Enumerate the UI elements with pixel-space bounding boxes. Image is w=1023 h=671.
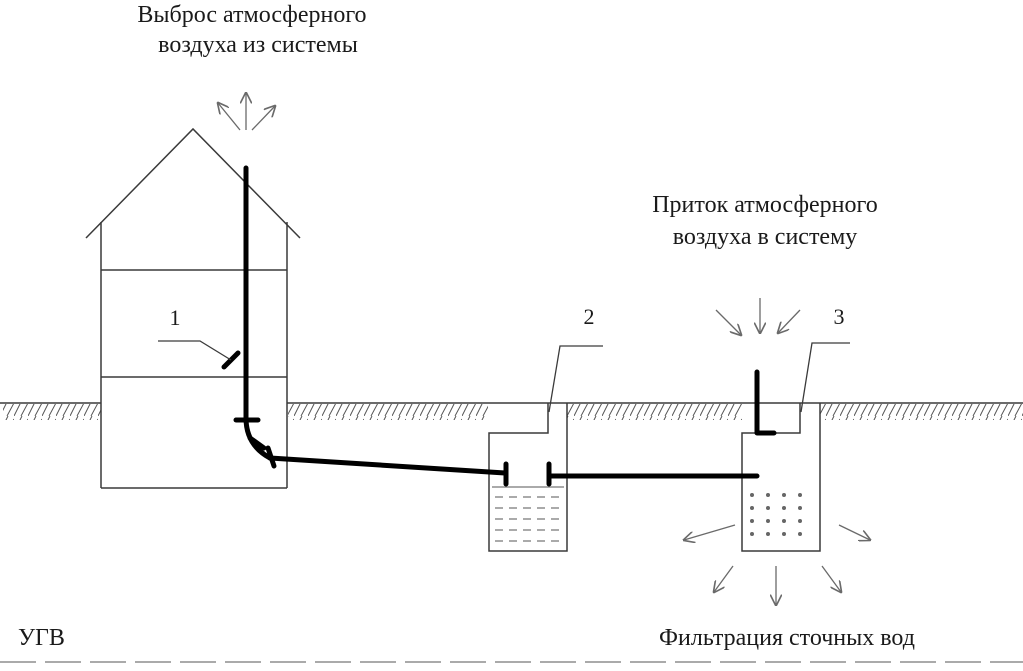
- wastewater-fill: [492, 486, 564, 542]
- filtration-arrows: [684, 524, 870, 605]
- intake-label-line2: воздуха в систему: [673, 224, 858, 250]
- exhaust-label-line1: Выброс атмосферного: [137, 2, 366, 28]
- exhaust-arrows: [218, 93, 275, 131]
- leader-2: [548, 345, 603, 413]
- callout-3: 3: [834, 304, 845, 329]
- intake-arrows: [715, 298, 801, 335]
- filter-perforation: [750, 493, 802, 536]
- exhaust-label-line2: воздуха из системы: [158, 32, 358, 58]
- leader-3: [800, 342, 850, 413]
- ground-surface: [0, 402, 1023, 420]
- leader-1: [158, 340, 232, 361]
- callout-1: 1: [170, 305, 181, 330]
- callout-2: 2: [584, 304, 595, 329]
- filtration-label: Фильтрация сточных вод: [659, 625, 915, 651]
- vent-riser-pipe: [243, 165, 273, 461]
- filtration-well: [741, 403, 821, 552]
- leader-lines: [158, 340, 850, 413]
- intake-vent-pipe: [754, 369, 777, 436]
- outlet-pipe: [267, 455, 508, 476]
- septic-tank: [488, 403, 568, 552]
- house: [85, 127, 301, 489]
- intake-label-line1: Приток атмосферного: [652, 192, 878, 218]
- groundwater-label: УГВ: [18, 625, 65, 651]
